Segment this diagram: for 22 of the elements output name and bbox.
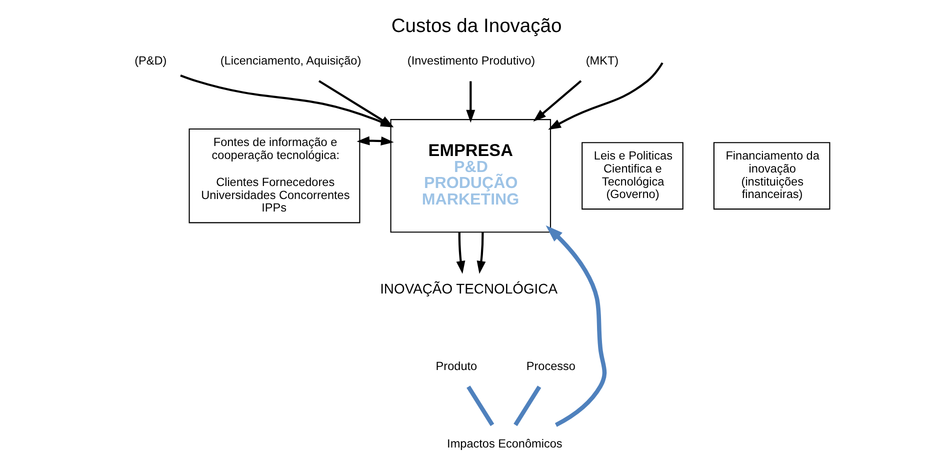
node-text: Produto [435,360,477,374]
node-text: (Licenciamento, Aquisição) [220,54,361,68]
arrow [476,232,486,274]
node-text: Impactos Econômicos [446,437,562,450]
arrow [356,136,394,146]
arrow [456,232,465,274]
node-text: (P&D) [134,54,166,68]
arrow [545,225,606,427]
connector [466,386,494,426]
node-text: Processo [526,360,575,374]
node-box: Financiamento da inovação (instituições financeiras) [712,142,830,210]
node-box: EMPRESA P&D PRODUÇÃO MARKETING [390,119,551,233]
arrow [548,62,663,130]
connector [513,386,541,426]
node-box: Leis e Politicas Cientifica e Tecnológica (Governo) [581,142,683,210]
node-box: Fontes de informação e cooperação tecnológica: Clientes Fornecedores Universidades Concorrentes IPPs [188,128,360,224]
diagram-title: Custos da Inovação [390,16,562,38]
arrow [466,81,475,123]
arrow [532,80,582,122]
node-text: (MKT) [585,54,618,68]
node-text: (Investimento Produtivo) [406,54,535,68]
node-text: INOVAÇÃO TECNOLÓGICA [380,280,557,297]
